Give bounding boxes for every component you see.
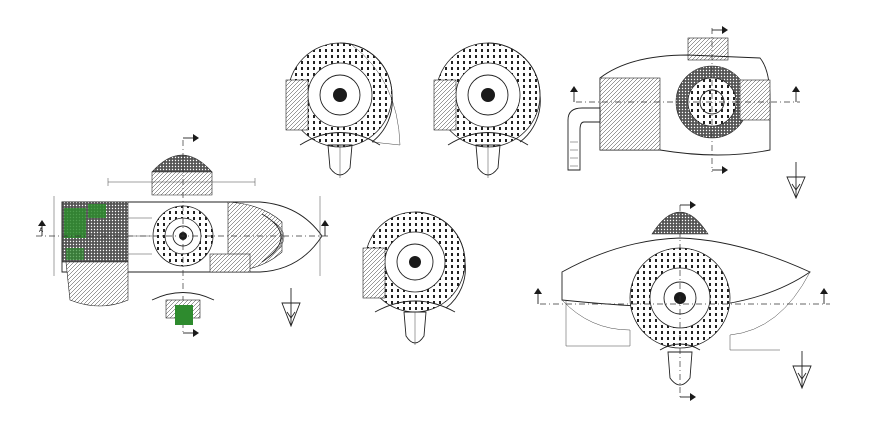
floor-plan-left <box>36 140 330 335</box>
floor-plan-bottom-right <box>540 205 830 400</box>
floor-plan-circular-3 <box>362 211 466 345</box>
section-arrow-icon <box>792 86 800 102</box>
section-arrow-icon <box>570 86 578 102</box>
green-entrance <box>175 305 193 325</box>
floor-plan-circular-1 <box>285 42 401 178</box>
green-room-b <box>88 204 106 218</box>
section-marker-label: A <box>39 227 44 234</box>
floor-plan-top-right <box>567 28 800 172</box>
section-arrow-icon: A <box>38 220 46 236</box>
green-room-a <box>64 208 86 238</box>
section-arrow-icon <box>712 166 728 174</box>
section-arrow-icon <box>680 393 696 401</box>
section-arrow-icon <box>680 201 696 209</box>
section-arrow-icon <box>183 329 199 337</box>
green-room-c <box>66 248 84 260</box>
section-arrow-icon <box>534 288 542 304</box>
floor-plan-circular-2 <box>433 42 541 178</box>
north-arrow-icon <box>281 288 301 328</box>
north-arrow-icon <box>786 162 806 200</box>
section-arrow-icon <box>712 26 728 34</box>
section-arrow-icon <box>321 220 329 236</box>
section-arrow-icon <box>183 134 199 142</box>
section-arrow-icon <box>820 288 828 304</box>
north-arrow-icon <box>792 351 812 390</box>
